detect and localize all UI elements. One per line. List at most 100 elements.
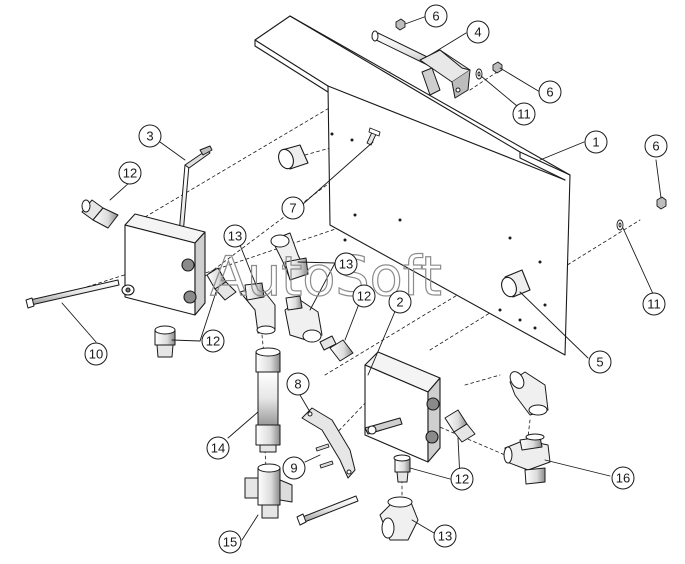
callout-16: 16 bbox=[611, 466, 635, 490]
callout-circle bbox=[281, 196, 305, 220]
callout-circle bbox=[388, 290, 412, 314]
elbow-bottom bbox=[379, 496, 419, 541]
callout-circle bbox=[84, 342, 108, 366]
callout-circle bbox=[201, 329, 225, 353]
elbow-tee bbox=[284, 295, 323, 343]
nut-top bbox=[395, 18, 406, 31]
callout-label: 3 bbox=[146, 129, 153, 144]
callout-circle bbox=[433, 524, 457, 548]
callout-label: 10 bbox=[89, 347, 103, 362]
callout-label: 12 bbox=[455, 472, 469, 487]
callout-label: 14 bbox=[211, 441, 225, 456]
callout-6: 6 bbox=[644, 134, 668, 158]
elbow-upper bbox=[270, 232, 309, 281]
callout-label: 5 bbox=[596, 355, 603, 370]
callout-12: 12 bbox=[201, 329, 225, 353]
callout-label: 6 bbox=[652, 139, 659, 154]
callout-11: 11 bbox=[642, 292, 666, 316]
spacer-left bbox=[278, 144, 309, 170]
callout-13: 13 bbox=[223, 224, 247, 248]
callout-circle bbox=[286, 372, 310, 396]
inline-filter bbox=[255, 347, 281, 453]
callout-label: 6 bbox=[432, 9, 439, 24]
washer-right bbox=[616, 219, 624, 231]
fitting-mid bbox=[206, 267, 237, 301]
callout-circle bbox=[512, 102, 536, 126]
callout-4: 4 bbox=[466, 20, 490, 44]
callout-10: 10 bbox=[84, 342, 108, 366]
callout-label: 9 bbox=[290, 461, 297, 476]
callout-label: 16 bbox=[616, 471, 630, 486]
callout-label: 8 bbox=[294, 377, 301, 392]
nut-far-right bbox=[656, 196, 667, 210]
fitting-top-left bbox=[81, 199, 119, 229]
callout-label: 12 bbox=[357, 289, 371, 304]
callout-circle bbox=[118, 161, 142, 185]
callout-circle bbox=[138, 124, 162, 148]
callout-label: 13 bbox=[438, 529, 452, 544]
callout-circle bbox=[206, 436, 230, 460]
callout-circle bbox=[584, 130, 608, 154]
callout-11: 11 bbox=[512, 102, 536, 126]
callout-circle bbox=[334, 252, 358, 276]
leader-lines bbox=[61, 15, 662, 541]
long-bolt-left bbox=[25, 279, 120, 309]
elbow-mid bbox=[239, 282, 276, 335]
callout-circle bbox=[223, 224, 247, 248]
valve-block-left bbox=[121, 213, 206, 316]
callout-label: 2 bbox=[396, 295, 403, 310]
valve-block-right bbox=[364, 351, 441, 463]
callout-13: 13 bbox=[433, 524, 457, 548]
callout-3: 3 bbox=[138, 124, 162, 148]
callout-12: 12 bbox=[352, 284, 376, 308]
callout-circle bbox=[450, 467, 474, 491]
callout-1: 1 bbox=[584, 130, 608, 154]
callout-circle bbox=[466, 20, 490, 44]
spacer-right bbox=[501, 269, 531, 298]
callout-label: 12 bbox=[206, 334, 220, 349]
pin-pair bbox=[315, 443, 334, 469]
callout-label: 11 bbox=[647, 297, 661, 312]
callout-label: 13 bbox=[228, 229, 242, 244]
tee-fitting-bottom bbox=[244, 463, 293, 519]
callout-label: 4 bbox=[474, 25, 481, 40]
callout-12: 12 bbox=[118, 161, 142, 185]
callout-6: 6 bbox=[538, 80, 562, 104]
callout-label: 12 bbox=[123, 166, 137, 181]
short-bolt bbox=[366, 127, 381, 146]
callout-12: 12 bbox=[450, 467, 474, 491]
callout-13: 13 bbox=[334, 252, 358, 276]
callout-label: 13 bbox=[339, 257, 353, 272]
callout-circle bbox=[588, 350, 612, 374]
fitting-bottom-left bbox=[154, 325, 176, 358]
elbow-right bbox=[509, 371, 549, 416]
washer-upper bbox=[475, 68, 483, 80]
callout-6: 6 bbox=[424, 4, 448, 28]
linear-actuator bbox=[371, 30, 471, 99]
callout-circle bbox=[642, 292, 666, 316]
tee-fitting-right bbox=[503, 433, 551, 485]
callout-circle bbox=[611, 466, 635, 490]
fitting-right-block bbox=[444, 409, 476, 443]
callout-label: 11 bbox=[517, 107, 531, 122]
fitting-center bbox=[319, 335, 354, 362]
callout-circle bbox=[218, 530, 242, 554]
callout-8: 8 bbox=[286, 372, 310, 396]
callout-circle bbox=[424, 4, 448, 28]
callout-circle bbox=[282, 456, 306, 480]
callout-2: 2 bbox=[388, 290, 412, 314]
fitting-bottom-center bbox=[393, 454, 411, 483]
callout-label: 6 bbox=[546, 85, 553, 100]
callout-circle bbox=[644, 134, 668, 158]
callout-14: 14 bbox=[206, 436, 230, 460]
callout-7: 7 bbox=[281, 196, 305, 220]
callout-label: 1 bbox=[592, 135, 599, 150]
nut-right-upper bbox=[492, 61, 503, 74]
callout-circle bbox=[538, 80, 562, 104]
callout-label: 7 bbox=[289, 201, 296, 216]
link-bracket bbox=[301, 407, 356, 479]
callout-5: 5 bbox=[588, 350, 612, 374]
callout-circle bbox=[352, 284, 376, 308]
mounting-plate bbox=[254, 15, 571, 356]
